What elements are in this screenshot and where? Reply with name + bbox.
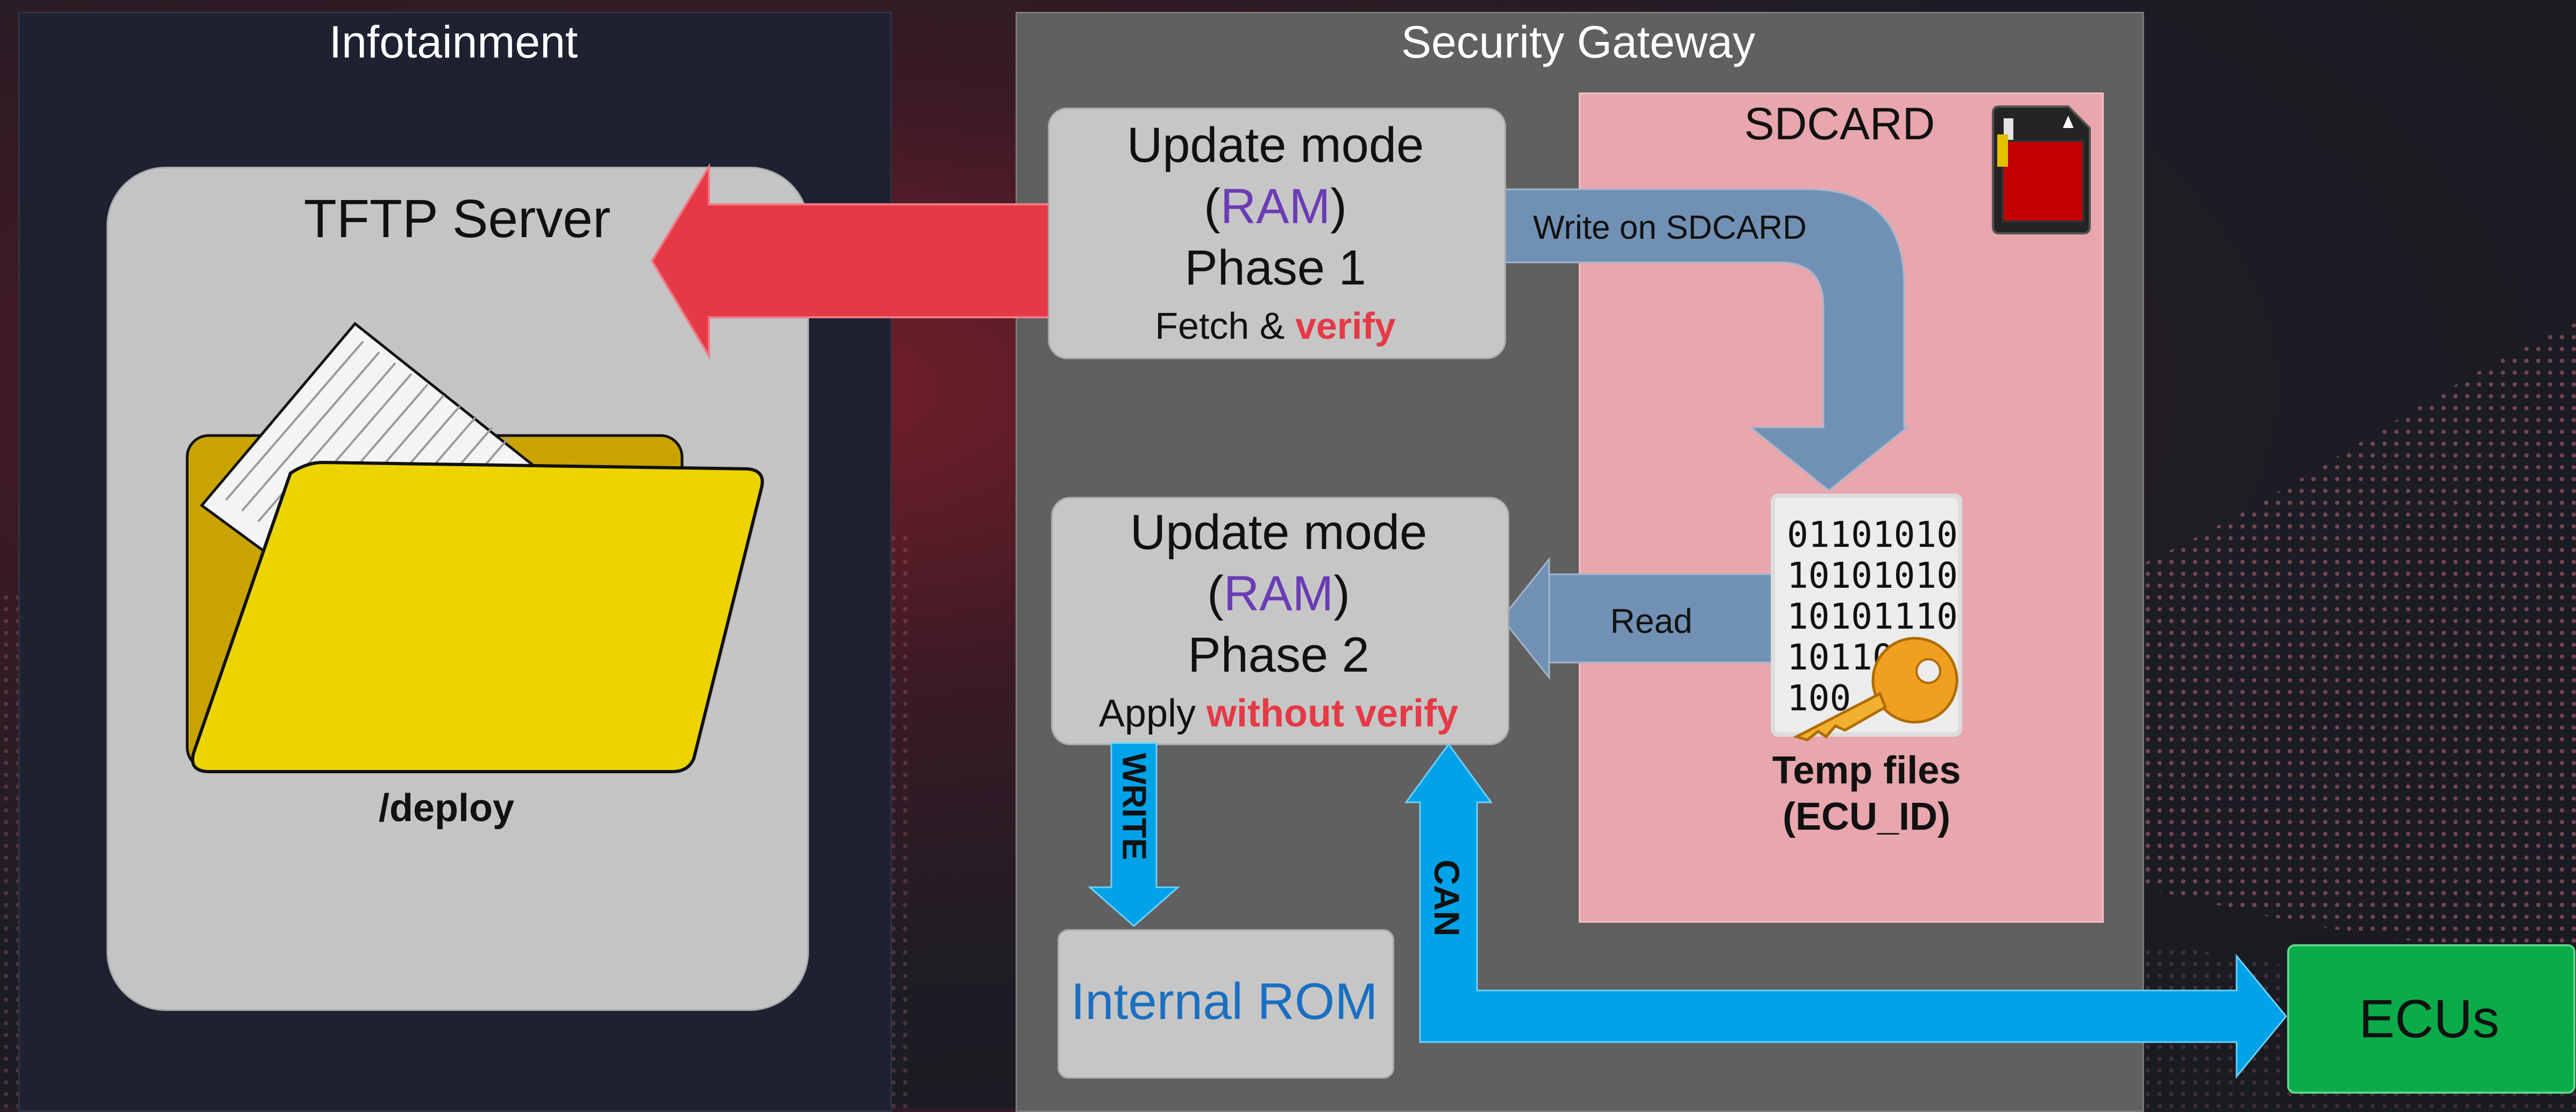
ram-label: RAM — [1220, 179, 1331, 234]
sdcard-title: SDCARD — [1744, 98, 1935, 149]
phase1-action-text: Fetch & — [1155, 305, 1285, 347]
phase2-without-verify: without verify — [1207, 692, 1459, 735]
internal-rom-box — [1058, 929, 1394, 1079]
internal-rom-label: Internal ROM — [1070, 973, 1378, 1030]
paren-close: ) — [1333, 566, 1350, 621]
binary-line: 10101010 — [1787, 555, 1958, 596]
phase1-verify: verify — [1295, 305, 1396, 347]
phase1-ram: (RAM) — [1048, 179, 1503, 235]
can-label: CAN — [1427, 859, 1467, 937]
read-label: Read — [1610, 602, 1693, 640]
phase2-action: Apply without verify — [1051, 692, 1506, 736]
ecus-label: ECUs — [2359, 989, 2500, 1049]
phase2-label: Phase 2 — [1188, 628, 1369, 682]
phase2-box — [1051, 497, 1509, 745]
temp-files-ecu-id: (ECU_ID) — [1782, 795, 1950, 838]
folder-icon — [186, 322, 764, 773]
phase1-box — [1048, 108, 1506, 359]
phase2-update-mode: Update mode — [1130, 505, 1428, 560]
ecus-box — [2287, 944, 2575, 1094]
paren-open: ( — [1204, 179, 1220, 234]
phase2-action-text: Apply — [1098, 692, 1196, 735]
paren-open: ( — [1207, 566, 1224, 621]
ram-label: RAM — [1223, 566, 1334, 621]
security-gateway-title: Security Gateway — [1401, 17, 1756, 67]
phase1-update-mode: Update mode — [1126, 118, 1424, 173]
tftp-server-title: TFTP Server — [303, 189, 611, 249]
deploy-folder-label: /deploy — [378, 787, 515, 830]
phase1-action: Fetch & verify — [1048, 304, 1503, 347]
infotainment-title: Infotainment — [329, 17, 578, 67]
temp-files-label: Temp files — [1772, 749, 1961, 792]
phase2-ram: (RAM) — [1051, 566, 1506, 622]
binary-line: 10101110 — [1787, 596, 1958, 637]
binary-line: 100 — [1787, 678, 1851, 719]
binary-line: 01101010 — [1787, 514, 1958, 555]
sd-card-icon — [1992, 105, 2091, 234]
phase1-label: Phase 1 — [1184, 240, 1366, 295]
paren-close: ) — [1330, 179, 1347, 234]
key-icon — [1793, 637, 1958, 742]
write-on-sdcard-label: Write on SDCARD — [1533, 209, 1807, 246]
